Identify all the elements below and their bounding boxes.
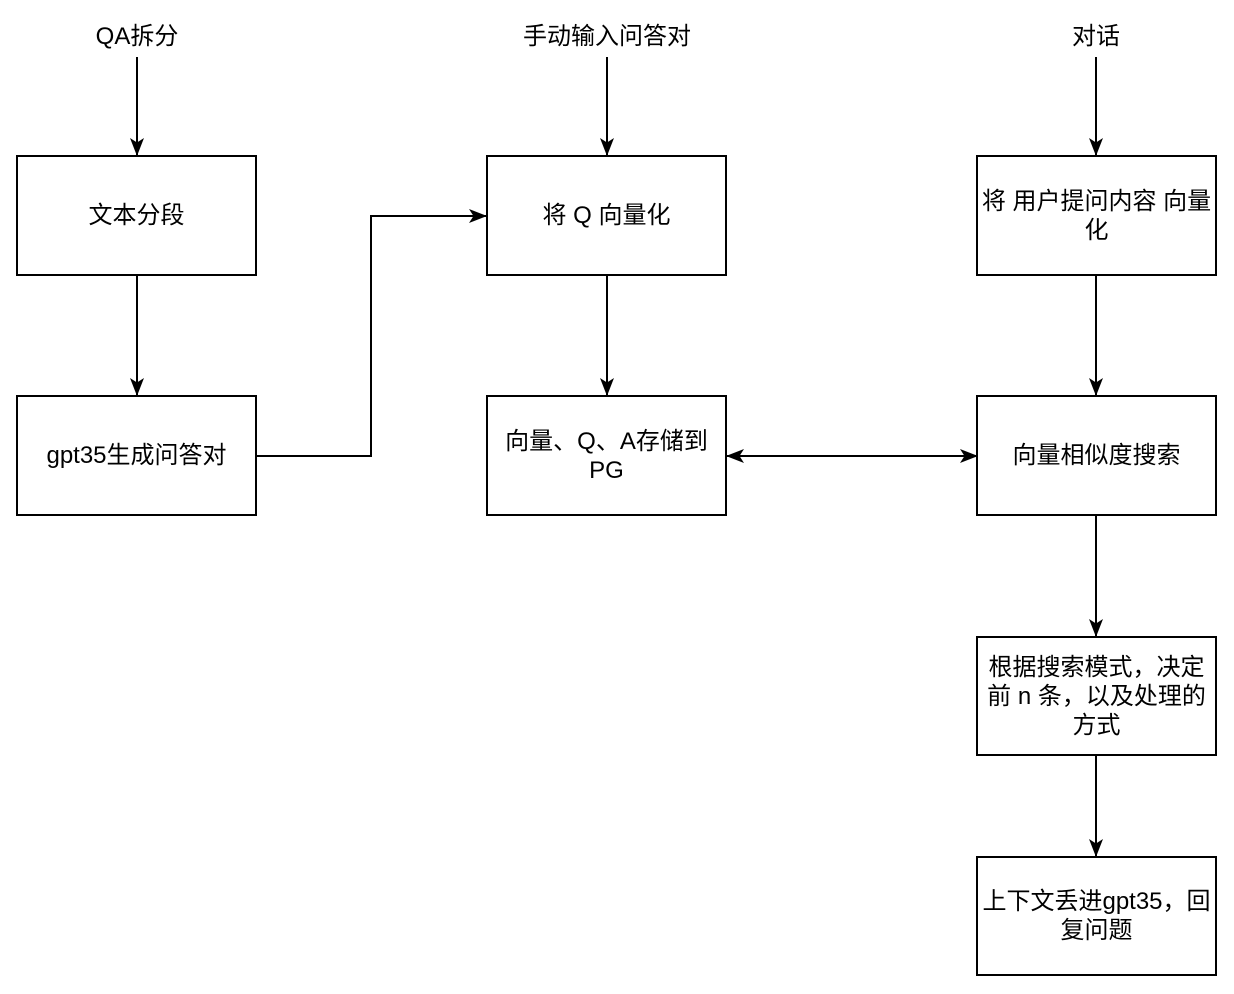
node-gpt35-answer-label: 上下文丢进gpt35，回 复问题 (982, 888, 1211, 944)
node-text-segmentation: 文本分段 (16, 155, 257, 276)
node-text-segmentation-label: 文本分段 (88, 202, 185, 229)
node-vectorize-q-label: 将 Q 向量化 (542, 202, 671, 229)
node-store-to-pg: 向量、Q、A存储到 PG (486, 395, 727, 516)
node-vectorize-q: 将 Q 向量化 (486, 155, 727, 276)
node-vector-similarity-search-label: 向量相似度搜索 (1012, 442, 1181, 469)
label-conversation: 对话 (1072, 23, 1120, 50)
label-manual-qa-input: 手动输入问答对 (523, 23, 691, 50)
node-gpt35-generate-qa-label: gpt35生成问答对 (46, 442, 227, 469)
node-gpt35-answer: 上下文丢进gpt35，回 复问题 (976, 856, 1217, 976)
node-vectorize-user-question-label: 将 用户提问内容 向量 化 (981, 187, 1212, 244)
label-qa-split: QA拆分 (95, 23, 179, 50)
edge-gpt35-generate-to-vectorize-q (257, 209, 487, 457)
node-vectorize-user-question: 将 用户提问内容 向量 化 (976, 155, 1217, 276)
node-search-mode-decision-label: 根据搜索模式，决定 前 n 条，以及处理的 方式 (987, 653, 1206, 739)
node-search-mode-decision: 根据搜索模式，决定 前 n 条，以及处理的 方式 (976, 636, 1217, 756)
node-gpt35-generate-qa: gpt35生成问答对 (16, 395, 257, 516)
node-vector-similarity-search: 向量相似度搜索 (976, 395, 1217, 516)
node-store-to-pg-label: 向量、Q、A存储到 PG (505, 427, 708, 484)
